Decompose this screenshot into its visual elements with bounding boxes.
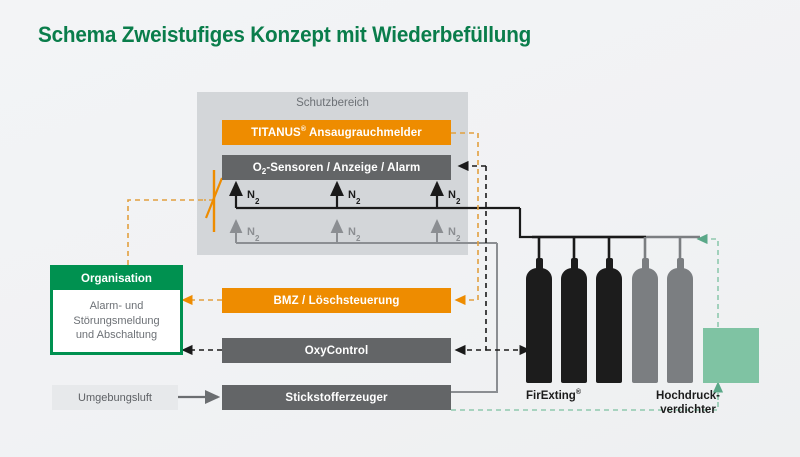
organisation-header: Organisation <box>81 273 152 285</box>
organisation-box[interactable]: Organisation Alarm- und Störungsmeldung … <box>50 265 183 355</box>
flow-valve-icon <box>204 170 224 232</box>
cylinder-neck <box>676 258 684 271</box>
organisation-line-3: und Abschaltung <box>75 329 158 342</box>
cylinder-neck <box>605 258 613 271</box>
cylinder-body <box>667 268 693 383</box>
bar-stickstofferzeuger[interactable]: Stickstofferzeuger <box>222 385 451 410</box>
ambient-air-chip: Umgebungsluft <box>52 385 178 410</box>
protected-area-label: Schutzbereich <box>296 97 369 109</box>
o2-sensor-to-oxycontrol-signal <box>454 160 531 356</box>
n2-label-secondary-2: N2 <box>348 226 361 244</box>
cylinder-bank-caption: FirExting® <box>526 389 582 402</box>
compressor-box <box>703 328 759 383</box>
bar-oxycontrol[interactable]: OxyControl <box>222 338 451 363</box>
n2-label-primary-2: N2 <box>348 189 361 207</box>
cylinder-2 <box>561 258 587 383</box>
bar-titanus-label: TITANUS® Ansaugrauchmelder <box>251 125 422 139</box>
nitrogen-rail-primary <box>228 180 646 239</box>
cylinder-3 <box>596 258 622 383</box>
cylinder-neck <box>641 258 649 271</box>
bar-o2-sensors-label: O2-Sensoren / Anzeige / Alarm <box>252 161 421 176</box>
bar-titanus[interactable]: TITANUS® Ansaugrauchmelder <box>222 120 451 145</box>
cylinder-manifold <box>532 235 700 262</box>
organisation-line-2: Störungsmeldung <box>73 314 160 327</box>
cylinder-neck <box>570 258 578 271</box>
compressor-refill-loop <box>451 233 724 411</box>
organisation-body: Alarm- und Störungsmeldung und Abschaltu… <box>53 290 180 352</box>
cylinder-body <box>526 268 552 383</box>
n2-label-secondary-3: N2 <box>448 226 461 244</box>
cylinder-1 <box>526 258 552 383</box>
compressor-caption: Hochdruck- verdichter <box>628 389 748 418</box>
cylinder-4 <box>632 258 658 383</box>
compressor-caption-line-1: Hochdruck- <box>656 390 720 402</box>
organisation-line-1: Alarm- und <box>89 299 144 312</box>
page-title: Schema Zweistufiges Konzept mit Wiederbe… <box>38 22 532 47</box>
cylinder-body <box>596 268 622 383</box>
cylinder-body <box>632 268 658 383</box>
bar-o2-sensors[interactable]: O2-Sensoren / Anzeige / Alarm <box>222 155 451 180</box>
nitrogen-rail-secondary <box>229 219 498 393</box>
cylinder-neck <box>535 258 543 271</box>
cylinder-5 <box>667 258 693 383</box>
n2-label-primary-1: N2 <box>247 189 260 207</box>
titanus-to-bmz-signal <box>451 132 479 306</box>
compressor-caption-line-2: verdichter <box>660 404 716 417</box>
bar-bmz[interactable]: BMZ / Löschsteuerung <box>222 288 451 313</box>
cylinder-body <box>561 268 587 383</box>
n2-label-primary-3: N2 <box>448 189 461 207</box>
valve-to-organisation-signal <box>127 199 213 265</box>
n2-label-secondary-1: N2 <box>247 226 260 244</box>
